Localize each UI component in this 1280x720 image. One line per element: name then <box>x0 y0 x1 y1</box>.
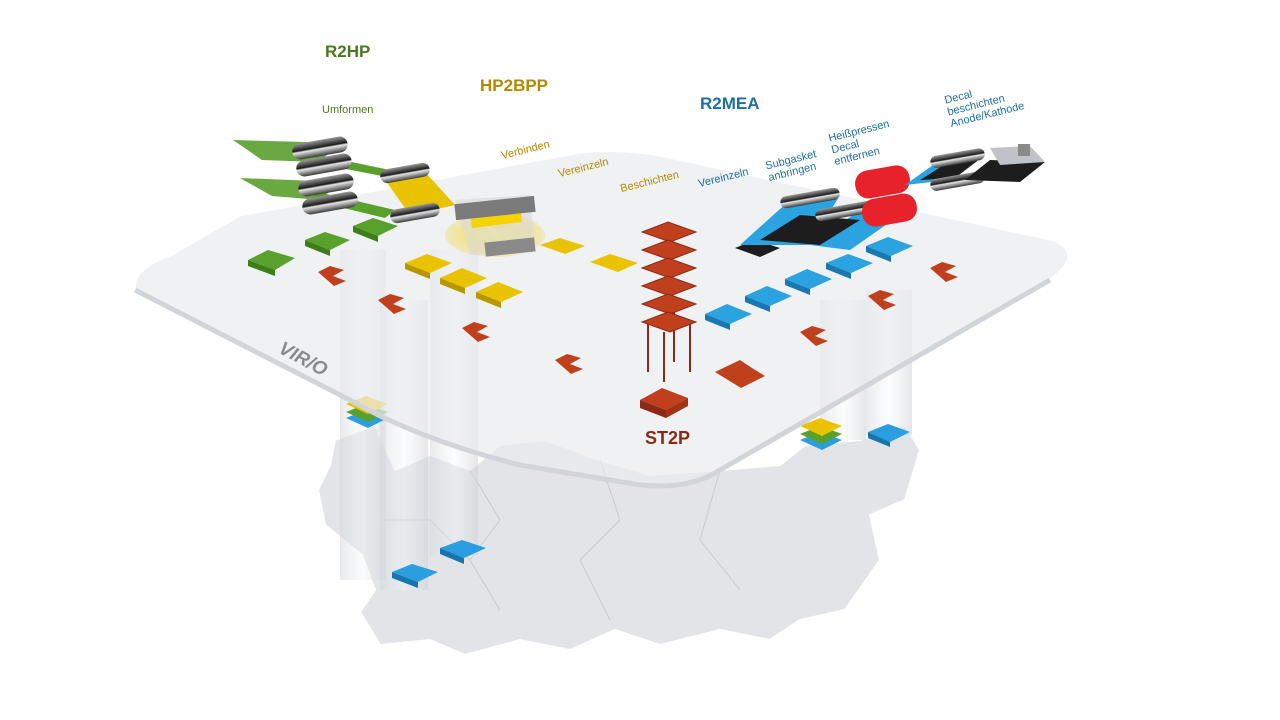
r2mea-title: R2MEA <box>700 94 760 113</box>
r2hp-roller-line <box>233 136 395 218</box>
layer-stack-right <box>800 418 842 450</box>
r2hp-step-umformen: Umformen <box>322 104 374 116</box>
hp2bpp-tiles <box>405 238 638 308</box>
ground-tiles <box>392 424 910 588</box>
r2hp-tiles <box>248 218 398 276</box>
st2p-title: ST2P <box>645 428 691 448</box>
r2mea-line <box>740 144 1045 250</box>
st2p-stack <box>640 221 698 418</box>
flow-chevrons <box>318 262 958 388</box>
glass-platform <box>132 149 1071 488</box>
hp2bpp-title: HP2BPP <box>480 76 549 95</box>
r2hp-title: R2HP <box>325 42 371 61</box>
hp2bpp-press-line <box>380 162 545 257</box>
platform-edge <box>133 277 1052 489</box>
